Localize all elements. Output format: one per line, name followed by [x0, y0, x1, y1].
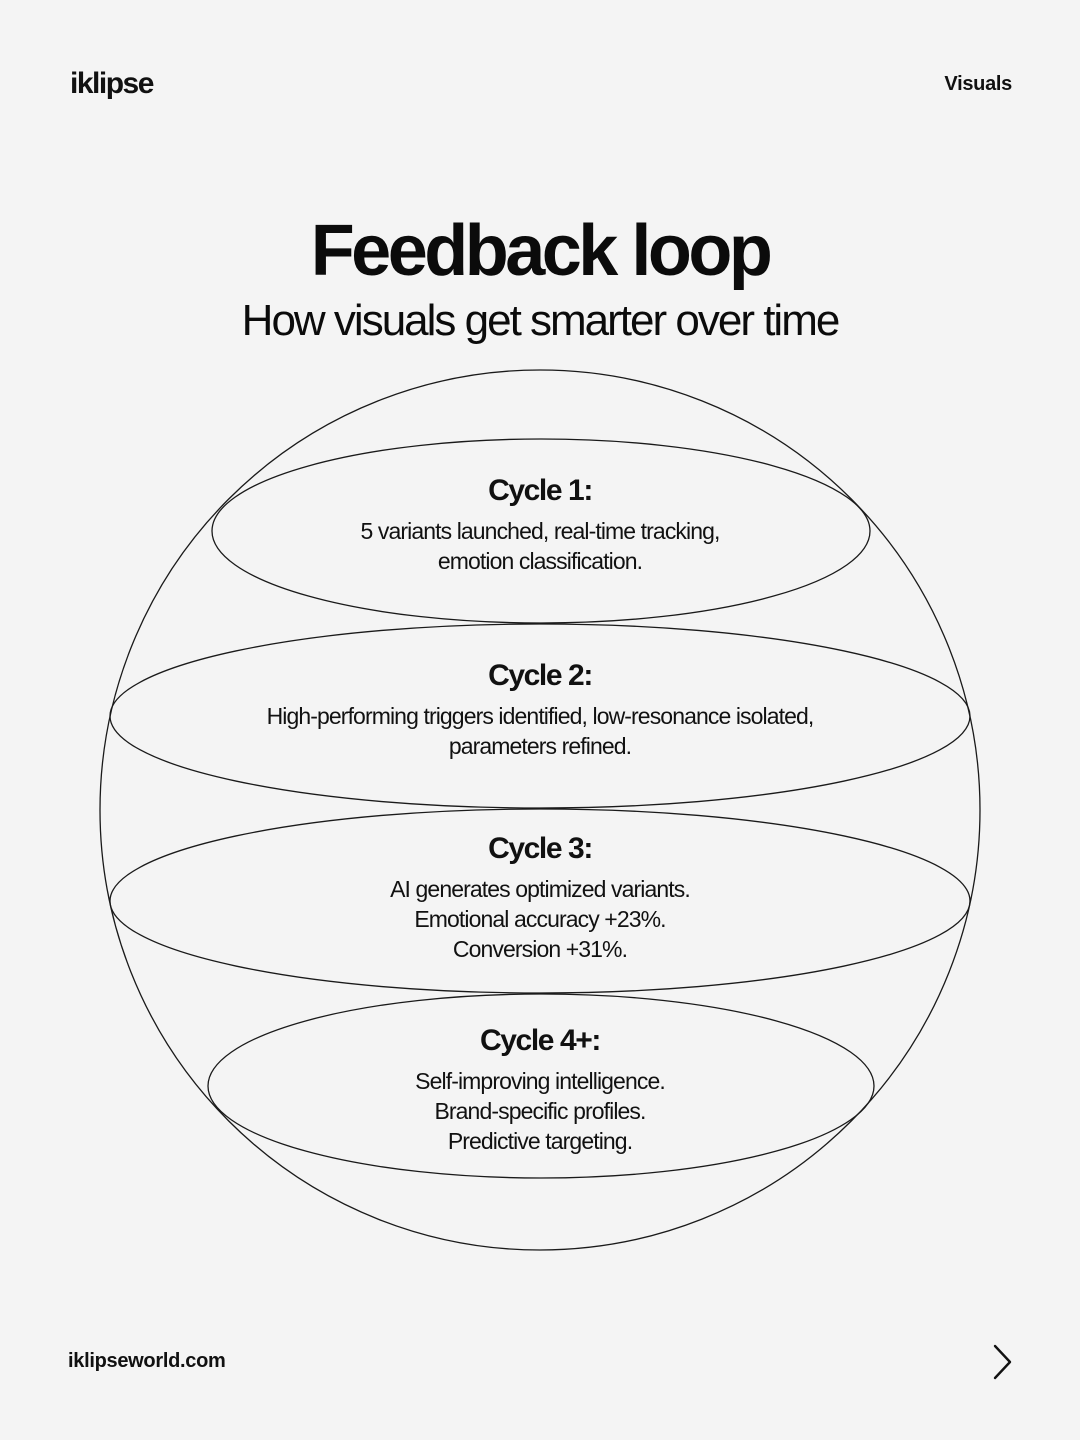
page-subtitle: How visuals get smarter over time — [241, 296, 841, 345]
brand-logo[interactable]: iklipse — [70, 67, 154, 100]
cycle-2-line-2: parameters refined. — [448, 733, 632, 759]
cycle-1-block: Cycle 1: 5 variants launched, real-time … — [140, 472, 940, 576]
page-title: Feedback loop — [310, 211, 773, 291]
cycle-3-line-1: AI generates optimized variants. — [390, 876, 691, 902]
section-label: Visuals — [944, 73, 1012, 95]
cycle-2-block: Cycle 2: High-performing triggers identi… — [140, 657, 940, 761]
cycle-4-title: Cycle 4+: — [480, 1024, 601, 1057]
cycle-3-line-3: Conversion +31%. — [452, 936, 628, 962]
cycle-1-line-1: 5 variants launched, real-time tracking, — [360, 518, 720, 544]
chevron-right-icon — [993, 1344, 1012, 1380]
cycle-4-line-3: Predictive targeting. — [447, 1128, 633, 1154]
cycle-4-line-1: Self-improving intelligence. — [415, 1068, 666, 1094]
cycle-2-ring — [109, 623, 971, 809]
cycle-1-ring — [211, 438, 871, 624]
cycle-4-line-2: Brand-specific profiles. — [434, 1098, 646, 1124]
cycle-2-title: Cycle 2: — [488, 659, 593, 692]
next-button[interactable] — [984, 1340, 1020, 1384]
cycle-3-title: Cycle 3: — [488, 832, 593, 865]
outer-sphere — [99, 369, 981, 1251]
cycle-2-line-1: High-performing triggers identified, low… — [266, 703, 815, 729]
cycle-3-ring — [109, 808, 971, 994]
cycle-4-ring — [207, 993, 875, 1179]
cycle-3-line-2: Emotional accuracy +23%. — [414, 906, 666, 932]
cycle-1-title: Cycle 1: — [488, 474, 593, 507]
cycle-3-block: Cycle 3: AI generates optimized variants… — [140, 830, 940, 964]
footer-website-link[interactable]: iklipseworld.com — [68, 1350, 226, 1372]
cycle-1-line-2: emotion classification. — [437, 548, 643, 574]
cycle-4-block: Cycle 4+: Self-improving intelligence. B… — [140, 1022, 940, 1156]
